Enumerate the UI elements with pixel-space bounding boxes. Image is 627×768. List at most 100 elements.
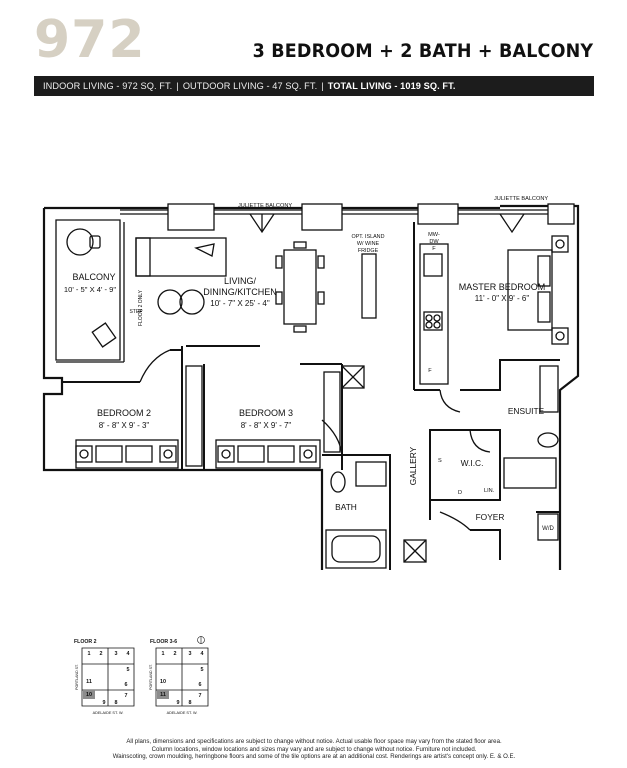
unit-number: 972 [34,10,146,70]
area-summary-bar: INDOOR LIVING - 972 SQ. FT.|OUTDOOR LIVI… [34,76,594,96]
juliette-balcony-left: JULIETTE BALCONY [238,203,292,209]
key-plan-unit: 8 [115,700,118,706]
key-plan-unit: 9 [177,700,180,706]
bathtub [325,529,387,569]
legal-disclaimer: All plans, dimensions and specifications… [40,738,588,761]
washer-dryer [537,513,559,541]
bedroom2-dims: 8' - 8" X 9' - 3" [99,421,150,430]
disclaimer-line-1: All plans, dimensions and specifications… [126,738,502,745]
bedroom3-dims: 8' - 8" X 9' - 7" [241,421,292,430]
gallery-label: GALLERY [408,446,418,485]
bath-label: BATH [335,502,357,512]
key-plan-floor2-street-side: PORTLAND ST. [75,664,79,690]
juliette-balcony-right: JULIETTE BALCONY [494,196,548,202]
key-plan-unit-highlighted: 11 [160,692,166,698]
key-plan-unit: 4 [201,651,204,657]
column [301,203,343,231]
master-bed [507,249,553,331]
key-plan-unit: 10 [160,679,166,685]
coffee-table [157,289,183,315]
wic-shelf-s: S [438,458,442,464]
door-swing [439,389,461,413]
key-plan-unit: 3 [115,651,118,657]
bar-separator: | [321,81,324,91]
outdoor-living-text: OUTDOOR LIVING - 47 SQ. FT. [182,81,318,91]
key-plan-unit: 5 [127,667,130,673]
key-plan-unit: 9 [103,700,106,706]
key-plan-unit: 2 [100,651,103,657]
mw-label: MW- [428,232,440,238]
total-living-text: TOTAL LIVING - 1019 SQ. FT. [327,81,456,91]
vanity [355,461,387,487]
closet [323,371,341,453]
key-plan-unit: 5 [201,667,204,673]
washer-dryer-label: W/D [542,526,554,532]
fridge-label: F [428,368,432,374]
door-swing [469,429,491,453]
key-plan-unit: 7 [199,693,202,699]
door-swing [439,511,471,531]
compass-icon [197,636,205,644]
ensuite-label: ENSUITE [508,406,545,416]
key-plan-floor36-outline [155,647,209,707]
unit-type-headline: 3 BEDROOM + 2 BATH + BALCONY [252,40,593,62]
duct [341,365,365,389]
bar-separator: | [176,81,179,91]
wic-shelf-d: D [458,490,462,496]
kitchen-counter [419,243,449,385]
key-plan-unit-highlighted: 10 [86,692,92,698]
ensuite-vanity [539,365,559,413]
kitchen-island [361,253,377,319]
key-plan-floor2-highlight [83,690,95,699]
bedroom3-bed [215,439,321,469]
key-plans: FLOOR 2 FLOOR 3-6 1 2 3 4 5 6 7 8 9 10 1… [74,636,209,715]
key-plan-floor36-highlight [157,690,169,699]
key-plan-floor2-street-bottom: ADELAIDE ST. W. [93,711,124,715]
key-plan-unit: 11 [86,679,92,685]
island-label-2: W/ WINE [357,241,380,247]
column [167,203,215,231]
key-plan-unit: 3 [189,651,192,657]
interior-wall [413,222,560,391]
key-plan-floor36-street-bottom: ADELAIDE ST. W. [167,711,198,715]
dining-table [283,249,317,325]
balcony-dims: 10' - 5" X 4' - 9" [64,285,116,294]
key-plan-unit: 1 [162,651,165,657]
balcony-table [66,228,94,256]
linen-label: LIN. [484,488,495,494]
key-plan-unit: 2 [174,651,177,657]
balcony-outline [55,219,121,361]
column [417,203,459,225]
key-plan-floor36-title: FLOOR 3-6 [150,639,177,645]
bedroom3-label: BEDROOM 3 [239,408,293,418]
interior-wall [429,500,501,560]
key-plan-unit: 8 [189,700,192,706]
key-plan-unit: 6 [199,682,202,688]
door-swing [321,419,343,456]
living-label-2: DINING/KITCHEN [203,287,277,297]
column [547,203,575,225]
island-label-1: OPT. ISLAND [352,234,385,240]
key-plan-unit: 7 [125,693,128,699]
living-label-1: LIVING/ [224,276,257,286]
master-bedroom-label: MASTER BEDROOM [459,282,546,292]
dw-label: DW [429,239,439,245]
foyer-label: FOYER [476,512,505,522]
exterior-wall [42,204,580,570]
duct [403,539,427,563]
disclaimer-line-2: Column locations, window locations and s… [151,745,477,753]
balcony-label: BALCONY [72,272,115,282]
bedroom2-label: BEDROOM 2 [97,408,151,418]
interior-wall [322,454,391,570]
floor-plan: JULIETTE BALCONY JULIETTE BALCONY BALCON… [42,196,580,570]
key-plan-unit: 4 [127,651,130,657]
fridge-top-label: F [432,246,436,252]
interior-wall [186,345,343,470]
key-plan-floor2-title: FLOOR 2 [74,639,97,645]
key-plan-floor36-street-side: PORTLAND ST. [149,664,153,690]
bedroom2-bed [75,439,179,469]
master-bedroom-dims: 11' - 0" X 9' - 6" [475,294,530,303]
step-floor-label: FLOOR 2 ONLY [138,289,144,326]
key-plan-floor2-outline [81,647,135,707]
disclaimer-line-3: Wainscoting, crown moulding, herringbone… [112,753,516,761]
